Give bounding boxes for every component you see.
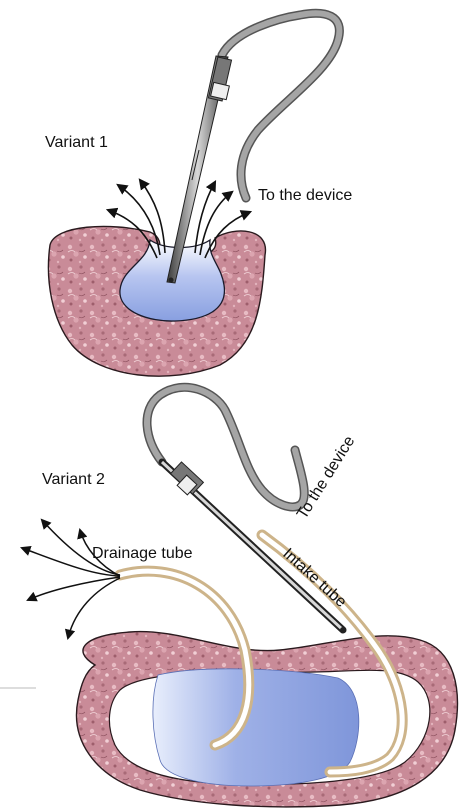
variant2-outflow-arrows [22,520,120,638]
variant2-device-hose [147,387,304,507]
variant1-title: Variant 1 [45,134,108,151]
variant1-group: Variant 1 To the device [45,13,352,376]
variant2-title: Variant 2 [42,471,105,488]
variant2-group: Variant 2 Drainage tube Intake tube To t… [0,387,457,807]
variant2-drainage-label: Drainage tube [92,545,193,562]
variant1-device-label: To the device [258,187,352,204]
